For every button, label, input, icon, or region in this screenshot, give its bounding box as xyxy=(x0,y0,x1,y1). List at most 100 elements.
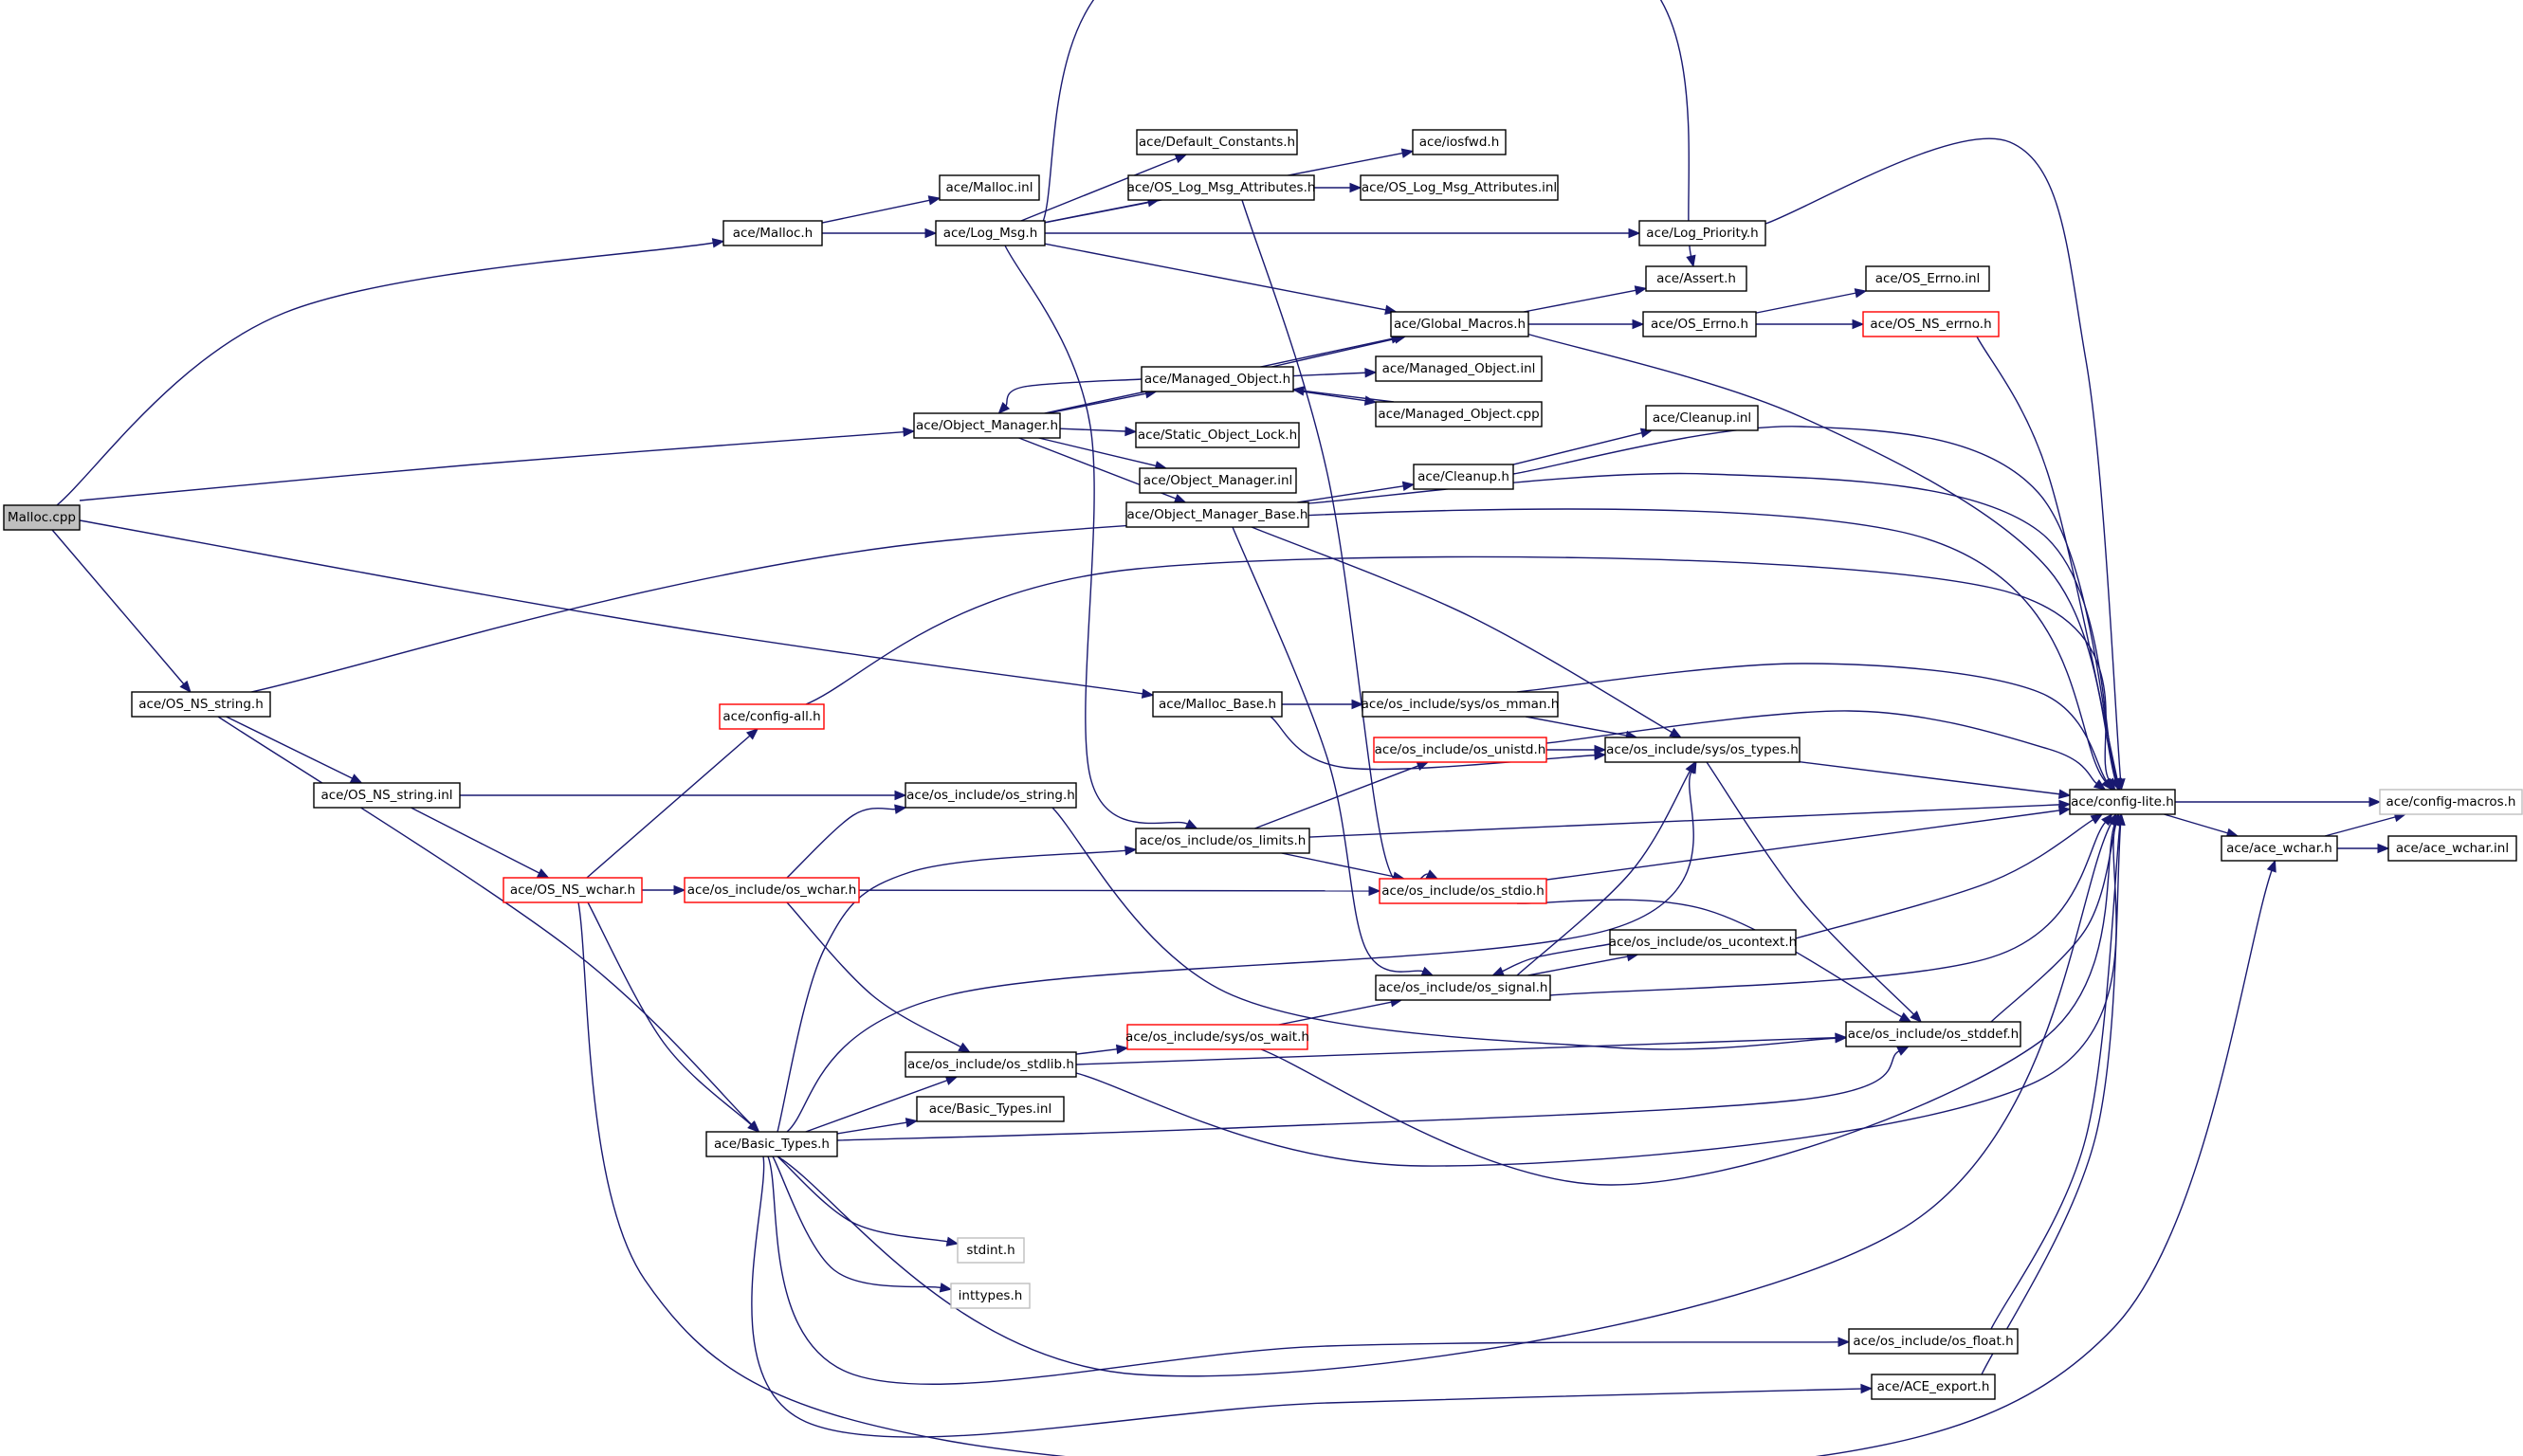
node-box xyxy=(1638,220,1766,246)
edge-arrowhead xyxy=(1594,744,1607,755)
node-os-ucontext-h[interactable]: ace/os_include/os_ucontext.h xyxy=(1609,929,1797,956)
node-os-stdio-h[interactable]: ace/os_include/os_stdio.h xyxy=(1379,878,1547,904)
edge-malloc_h-to-log_msg_h xyxy=(822,228,938,239)
edge-os_unistd_h-to-config_lite_h xyxy=(1545,710,2107,791)
node-os-unistd-h[interactable]: ace/os_include/os_unistd.h xyxy=(1373,737,1547,763)
node-label: ace/Log_Msg.h xyxy=(943,226,1038,241)
node-os-ns-string-h[interactable]: ace/OS_NS_string.h xyxy=(131,691,271,718)
node-box xyxy=(1152,691,1283,718)
node-sys-os-wait-h[interactable]: ace/os_include/sys/os_wait.h xyxy=(1125,1024,1309,1050)
node-malloc-inl[interactable]: ace/Malloc.inl xyxy=(939,174,1040,201)
node-object-manager-h[interactable]: ace/Object_Manager.h xyxy=(913,412,1061,439)
edge-malloc_base_h-to-os_mman_h xyxy=(1282,699,1364,710)
node-global-macros-h[interactable]: ace/Global_Macros.h xyxy=(1390,311,1529,337)
node-malloc-h[interactable]: ace/Malloc.h xyxy=(722,220,823,246)
edge-arrowhead xyxy=(1351,699,1364,710)
node-os-ns-wchar-h[interactable]: ace/OS_NS_wchar.h xyxy=(503,877,643,903)
node-label: ace/config-all.h xyxy=(722,709,820,724)
edge-line xyxy=(577,870,2273,1456)
edge-log_msg_h-to-os_limits_h xyxy=(1004,245,1198,829)
node-os-log-msg-attributes-inl[interactable]: ace/OS_Log_Msg_Attributes.inl xyxy=(1360,174,1559,201)
edge-arrowhead xyxy=(1401,481,1416,492)
edge-cleanup_h-to-config_lite_h xyxy=(1512,426,2122,792)
node-box xyxy=(313,782,461,809)
edge-object_manager_base_h-to-sys_os_types_h xyxy=(1251,526,1683,738)
node-label: ace/config-macros.h xyxy=(2386,794,2516,810)
node-sys-os-types-h[interactable]: ace/os_include/sys/os_types.h xyxy=(1604,737,1801,763)
edge-line xyxy=(1278,1001,1392,1026)
node-label: ace/ace_wchar.inl xyxy=(2396,841,2509,856)
node-os-ns-string-inl[interactable]: ace/OS_NS_string.inl xyxy=(313,782,461,809)
node-box xyxy=(1375,974,1551,1001)
node-ace-wchar-inl[interactable]: ace/ace_wchar.inl xyxy=(2387,835,2517,862)
node-managed-object-inl[interactable]: ace/Managed_Object.inl xyxy=(1375,355,1543,382)
edge-arrowhead xyxy=(1910,1010,1923,1023)
node-cleanup-inl[interactable]: ace/Cleanup.inl xyxy=(1645,405,1759,431)
node-label: ace/OS_Errno.h xyxy=(1651,317,1748,332)
node-os-stddef-h[interactable]: ace/os_include/os_stddef.h xyxy=(1845,1021,2021,1047)
node-label: ace/iosfwd.h xyxy=(1419,135,1500,150)
node-iosfwd-h[interactable]: ace/iosfwd.h xyxy=(1412,129,1507,155)
node-log-msg-h[interactable]: ace/Log_Msg.h xyxy=(935,220,1046,246)
node-os-string-h[interactable]: ace/os_include/os_string.h xyxy=(905,782,1077,809)
node-basic-types-h[interactable]: ace/Basic_Types.h xyxy=(705,1131,838,1157)
edge-arrowhead xyxy=(2111,777,2122,792)
edge-os_errno_h-to-os_ns_errno_h xyxy=(1756,318,1865,330)
node-os-signal-h[interactable]: ace/os_include/os_signal.h xyxy=(1375,974,1551,1001)
node-label: ace/Managed_Object.inl xyxy=(1382,361,1536,376)
node-stdint-h[interactable]: stdint.h xyxy=(957,1237,1025,1264)
edge-line xyxy=(1271,337,1396,368)
node-os-wchar-h[interactable]: ace/os_include/os_wchar.h xyxy=(684,877,860,903)
edge-arrowhead xyxy=(1686,254,1696,268)
node-object-manager-inl[interactable]: ace/Object_Manager.inl xyxy=(1139,467,1297,494)
edge-arrowhead xyxy=(349,774,363,784)
node-os-stdlib-h[interactable]: ace/os_include/os_stdlib.h xyxy=(905,1051,1077,1078)
edge-line xyxy=(1297,485,1404,503)
node-config-lite-h[interactable]: ace/config-lite.h xyxy=(2069,789,2176,815)
node-os-limits-h[interactable]: ace/os_include/os_limits.h xyxy=(1135,828,1310,854)
node-os-errno-inl[interactable]: ace/OS_Errno.inl xyxy=(1865,265,1990,292)
edge-malloc_h-to-malloc_inl xyxy=(821,195,942,224)
node-os-ns-errno-h[interactable]: ace/OS_NS_errno.h xyxy=(1862,311,2000,337)
edge-os_ns_wchar_h-to-os_wchar_h xyxy=(642,884,686,896)
node-assert-h[interactable]: ace/Assert.h xyxy=(1645,265,1747,292)
node-config-macros-h[interactable]: ace/config-macros.h xyxy=(2379,789,2523,815)
node-basic-types-inl[interactable]: ace/Basic_Types.inl xyxy=(916,1096,1065,1122)
node-box xyxy=(1604,737,1801,763)
edge-ace_wchar_h-to-config_macros_h xyxy=(2324,811,2407,837)
node-managed-object-h[interactable]: ace/Managed_Object.h xyxy=(1141,366,1294,392)
edge-line xyxy=(1038,437,1157,467)
edge-arrowhead xyxy=(2115,812,2126,826)
node-box xyxy=(905,782,1077,809)
node-label: ace/OS_NS_errno.h xyxy=(1870,317,1991,332)
node-ace-export-h[interactable]: ace/ACE_export.h xyxy=(1871,1374,1996,1400)
node-os-log-msg-attributes-h[interactable]: ace/OS_Log_Msg_Attributes.h xyxy=(1127,174,1316,201)
node-malloc-base-h[interactable]: ace/Malloc_Base.h xyxy=(1152,691,1283,718)
edge-line xyxy=(1799,761,2060,795)
edge-arrowhead xyxy=(2057,789,2072,799)
node-os-errno-h[interactable]: ace/OS_Errno.h xyxy=(1642,311,1757,337)
edge-line xyxy=(1051,807,1837,1050)
edge-sys_os_types_h-to-config_lite_h xyxy=(1799,761,2072,799)
edge-arrowhead xyxy=(1852,318,1865,330)
node-label: ace/Assert.h xyxy=(1656,271,1736,286)
node-box xyxy=(2221,835,2338,862)
node-inttypes-h[interactable]: inttypes.h xyxy=(950,1283,1031,1309)
edge-line xyxy=(777,823,2112,1377)
node-log-priority-h[interactable]: ace/Log_Priority.h xyxy=(1638,220,1766,246)
node-object-manager-base-h[interactable]: ace/Object_Manager_Base.h xyxy=(1125,501,1309,528)
node-config-all-h[interactable]: ace/config-all.h xyxy=(719,703,825,730)
node-box xyxy=(950,1283,1031,1309)
node-cleanup-h[interactable]: ace/Cleanup.h xyxy=(1413,464,1514,490)
node-managed-object-cpp[interactable]: ace/Managed_Object.cpp xyxy=(1375,401,1543,428)
node-malloc-cpp[interactable]: Malloc.cpp xyxy=(3,504,81,531)
node-box xyxy=(719,703,825,730)
node-label: ace/Global_Macros.h xyxy=(1394,317,1526,332)
node-os-mman-h[interactable]: ace/os_include/sys/os_mman.h xyxy=(1362,691,1560,718)
edge-arrowhead xyxy=(1141,688,1155,699)
node-ace-wchar-h[interactable]: ace/ace_wchar.h xyxy=(2221,835,2338,862)
node-os-float-h[interactable]: ace/os_include/os_float.h xyxy=(1848,1328,2019,1355)
node-default-constants-h[interactable]: ace/Default_Constants.h xyxy=(1136,129,1298,155)
node-static-object-lock-h[interactable]: ace/Static_Object_Lock.h xyxy=(1135,422,1300,448)
edge-line xyxy=(751,1156,1862,1438)
